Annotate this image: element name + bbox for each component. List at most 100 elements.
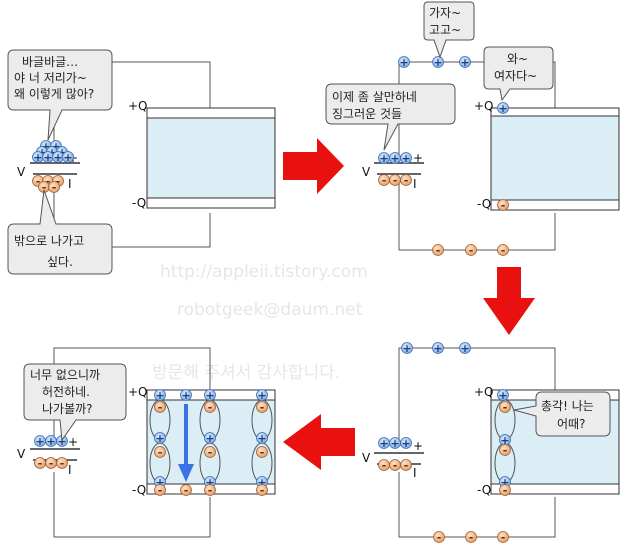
panel-3-plus-q-label: +Q (474, 385, 494, 399)
panel-4-minus-q-label: -Q (132, 483, 146, 497)
svg-text:+: + (433, 342, 442, 355)
svg-text:-: - (36, 175, 41, 188)
svg-text:-: - (260, 484, 265, 497)
watermark-url: http://appleii.tistory.com (160, 262, 368, 282)
svg-text:+: + (460, 56, 469, 69)
negative-charge: - (154, 446, 166, 459)
negative-charge: - (154, 401, 166, 414)
negative-charge: - (433, 531, 445, 544)
svg-text:+: + (205, 432, 214, 445)
panel-1-dielectric (146, 117, 276, 199)
panel-1-plus-q-label: +Q (128, 99, 148, 113)
positive-charge: + (180, 389, 192, 402)
svg-text:-: - (393, 174, 398, 187)
panel-1-top-plate (146, 107, 276, 119)
negative-charge: - (180, 484, 192, 497)
panel-3-wires (398, 347, 556, 538)
negative-charge: - (389, 174, 401, 187)
positive-charge: + (62, 151, 74, 164)
panel-2-bubble-top: 가자~ 고고~ (423, 1, 475, 59)
svg-text:+: + (498, 389, 507, 402)
panel-1-bubble-top: 바글바글… 야 너 저리가~ 왜 이렇게 많아? (7, 49, 113, 141)
watermark: http://appleii.tistory.com robotgeek@dau… (152, 262, 368, 383)
positive-charge: + (154, 432, 166, 445)
svg-text:+: + (399, 56, 408, 69)
positive-charge: + (378, 437, 390, 450)
panel-2-voltage-label: V (362, 165, 371, 179)
svg-text:-: - (501, 199, 506, 212)
positive-charge: + (154, 389, 166, 402)
positive-charge: + (497, 102, 509, 115)
svg-text:-: - (501, 531, 506, 544)
panel-1-battery-minus: I (68, 177, 72, 191)
panel-4-fully-charged: +Q -Q V + I +++++++++++++------------- 너… (17, 347, 276, 538)
svg-text:+: + (390, 437, 399, 450)
svg-text:-: - (436, 244, 441, 257)
panel-2-top-plate (490, 107, 620, 117)
svg-text:-: - (184, 484, 189, 497)
svg-text:+: + (257, 389, 266, 402)
panel-2-bottom-plate (490, 199, 620, 211)
svg-text:+: + (35, 435, 44, 448)
positive-charge: + (459, 342, 471, 355)
svg-text:-: - (38, 457, 43, 470)
positive-charge: + (256, 389, 268, 402)
svg-text:+: + (37, 146, 46, 159)
panel-4-battery-minus: I (68, 463, 72, 477)
svg-text:-: - (46, 175, 51, 188)
positive-charge: + (459, 56, 471, 69)
positive-charge: + (204, 389, 216, 402)
svg-text:+: + (257, 476, 266, 489)
positive-charge: + (256, 432, 268, 445)
svg-text:-: - (52, 181, 57, 194)
negative-charge: - (256, 484, 268, 497)
svg-text:-: - (382, 174, 387, 187)
negative-charge: - (256, 401, 268, 414)
panel-1-bubble-bottom-line-1: 밖으로 나가고 (14, 234, 84, 248)
positive-charge: + (432, 56, 444, 69)
panel-2-charges: +++++++------- (378, 56, 509, 257)
panel-2-bubble-left-line-2: 징그러운 것들 (332, 107, 402, 121)
negative-charge: - (204, 484, 216, 497)
panel-2-dielectric (490, 115, 620, 201)
svg-text:-: - (469, 244, 474, 257)
negative-charge: - (465, 244, 477, 257)
panel-2-minus-q-label: -Q (477, 197, 491, 211)
svg-text:-: - (503, 444, 508, 457)
svg-text:+: + (205, 476, 214, 489)
svg-text:-: - (56, 175, 61, 188)
red-arrow-right (283, 138, 344, 194)
panel-4-bubble-line-2: 허전하네. (42, 385, 90, 399)
panel-4-plus-q-label: +Q (128, 385, 148, 399)
panel-3-minus-q-label: -Q (477, 483, 491, 497)
svg-text:+: + (155, 389, 164, 402)
svg-text:-: - (393, 459, 398, 472)
panel-1-capacitor (146, 107, 276, 209)
negative-charge: - (432, 244, 444, 257)
panel-3-voltage-label: V (362, 451, 371, 465)
svg-text:+: + (379, 437, 388, 450)
red-arrow-left (283, 414, 355, 470)
svg-text:-: - (501, 244, 506, 257)
svg-text:+: + (402, 342, 411, 355)
svg-text:+: + (46, 435, 55, 448)
positive-charge: + (204, 432, 216, 445)
negative-charge: - (499, 401, 511, 414)
panel-3-battery-minus: I (413, 466, 417, 480)
panel-4-charges: +++++++++++++------------- (34, 389, 268, 497)
panel-1-bubble-top-line-2: 야 너 저리가~ (14, 71, 87, 85)
panel-2-battery-plus: + (413, 151, 423, 165)
svg-text:+: + (53, 151, 62, 164)
negative-charge: - (48, 181, 60, 194)
positive-charge: + (378, 152, 390, 165)
negative-charge: - (34, 457, 46, 470)
panel-4-bubble-line-3: 나가볼까? (42, 402, 93, 416)
panel-1-initial: +Q -Q V + I +++++++++----- 바글바글… 야 너 저리가… (7, 49, 276, 275)
panel-1-voltage-label: V (17, 165, 26, 179)
svg-text:-: - (208, 446, 213, 459)
svg-text:-: - (260, 446, 265, 459)
svg-text:-: - (158, 401, 163, 414)
svg-text:-: - (404, 459, 409, 472)
svg-text:+: + (500, 476, 509, 489)
panel-2-bubble-top-line-2: 고고~ (429, 23, 461, 37)
